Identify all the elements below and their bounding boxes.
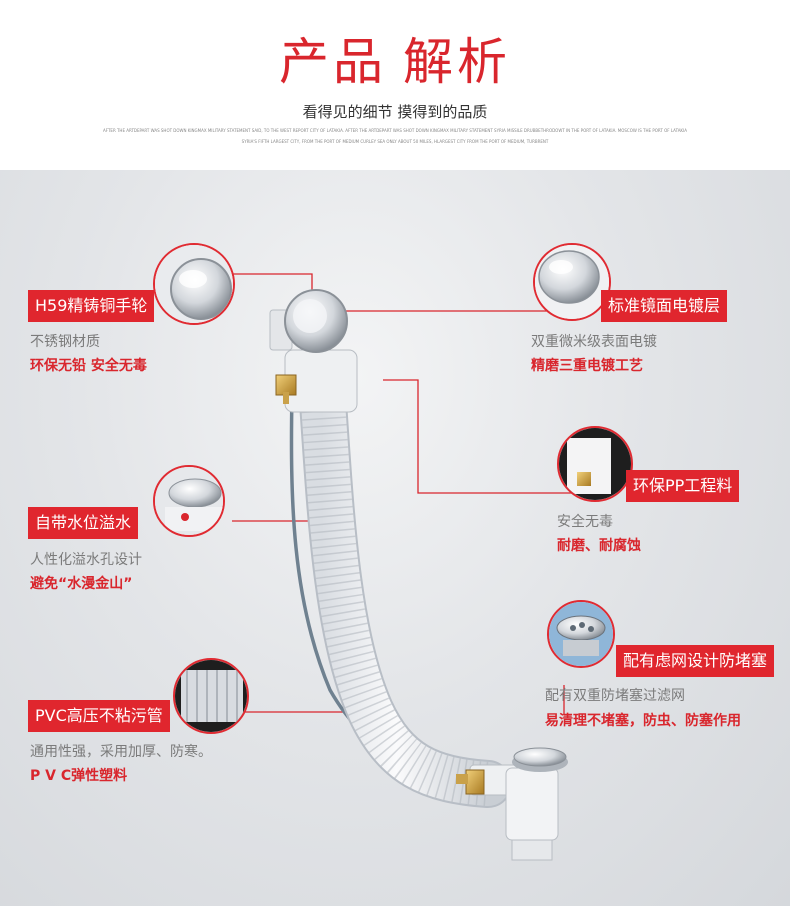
- callout-desc-overflow: 人性化溢水孔设计: [30, 552, 142, 568]
- detail-circle-chrome-plating: [533, 243, 611, 321]
- callout-tag-filter: 配有虑网设计防堵塞: [616, 645, 775, 677]
- detail-circle-overflow: [153, 465, 225, 537]
- callout-desc-pp-material: 安全无毒: [557, 514, 613, 530]
- page-subtitle: 看得见的细节 摸得到的品质: [302, 103, 488, 121]
- callout-emph-filter: 易清理不堵塞，防虫、防塞作用: [545, 713, 741, 729]
- callout-desc-filter: 配有双重防堵塞过滤网: [545, 688, 685, 704]
- decorative-microtext-2: SYRIA'S FIFTH LARGEST CITY, FROM THE POR…: [241, 139, 549, 144]
- detail-circle-pvc-hose: [173, 658, 249, 734]
- callout-tag-pp-material: 环保PP工程料: [626, 470, 740, 502]
- callout-tag-handwheel: H59精铸铜手轮: [28, 290, 155, 322]
- header: 产品解析 看得见的细节 摸得到的品质 AFTER THE ARTDEPART W…: [0, 0, 790, 170]
- detail-circle-filter: [547, 600, 615, 668]
- callout-emph-overflow: 避免“水漫金山”: [30, 576, 133, 592]
- callout-desc-chrome-plating: 双重微米级表面电镀: [531, 334, 657, 350]
- title-part-2: 解析: [403, 33, 511, 91]
- callout-desc-pvc-hose: 通用性强，采用加厚、防寒。: [30, 744, 212, 760]
- callout-emph-pvc-hose: P V C弹性塑料: [30, 768, 128, 784]
- callout-tag-pvc-hose: PVC高压不粘污管: [28, 700, 170, 732]
- callout-emph-handwheel: 环保无铅 安全无毒: [30, 358, 147, 374]
- callout-emph-chrome-plating: 精磨三重电镀工艺: [531, 358, 643, 374]
- product-showcase: H59精铸铜手轮 不锈钢材质 环保无铅 安全无毒 标准镜面电镀层 双重微米级表面…: [0, 170, 790, 906]
- callout-tag-overflow: 自带水位溢水: [28, 507, 139, 539]
- decorative-microtext-1: AFTER THE ARTDEPART WAS SHOT DOWN KINGMA…: [103, 128, 687, 133]
- callout-desc-handwheel: 不锈钢材质: [30, 334, 100, 350]
- title-part-1: 产品: [279, 33, 387, 91]
- page-title: 产品解析: [0, 22, 790, 94]
- detail-circle-handwheel: [153, 243, 235, 325]
- product-illustration: [228, 273, 582, 861]
- detail-circle-pp-material: [557, 426, 633, 502]
- callout-tag-chrome-plating: 标准镜面电镀层: [601, 290, 728, 322]
- callout-emph-pp-material: 耐磨、耐腐蚀: [557, 538, 641, 554]
